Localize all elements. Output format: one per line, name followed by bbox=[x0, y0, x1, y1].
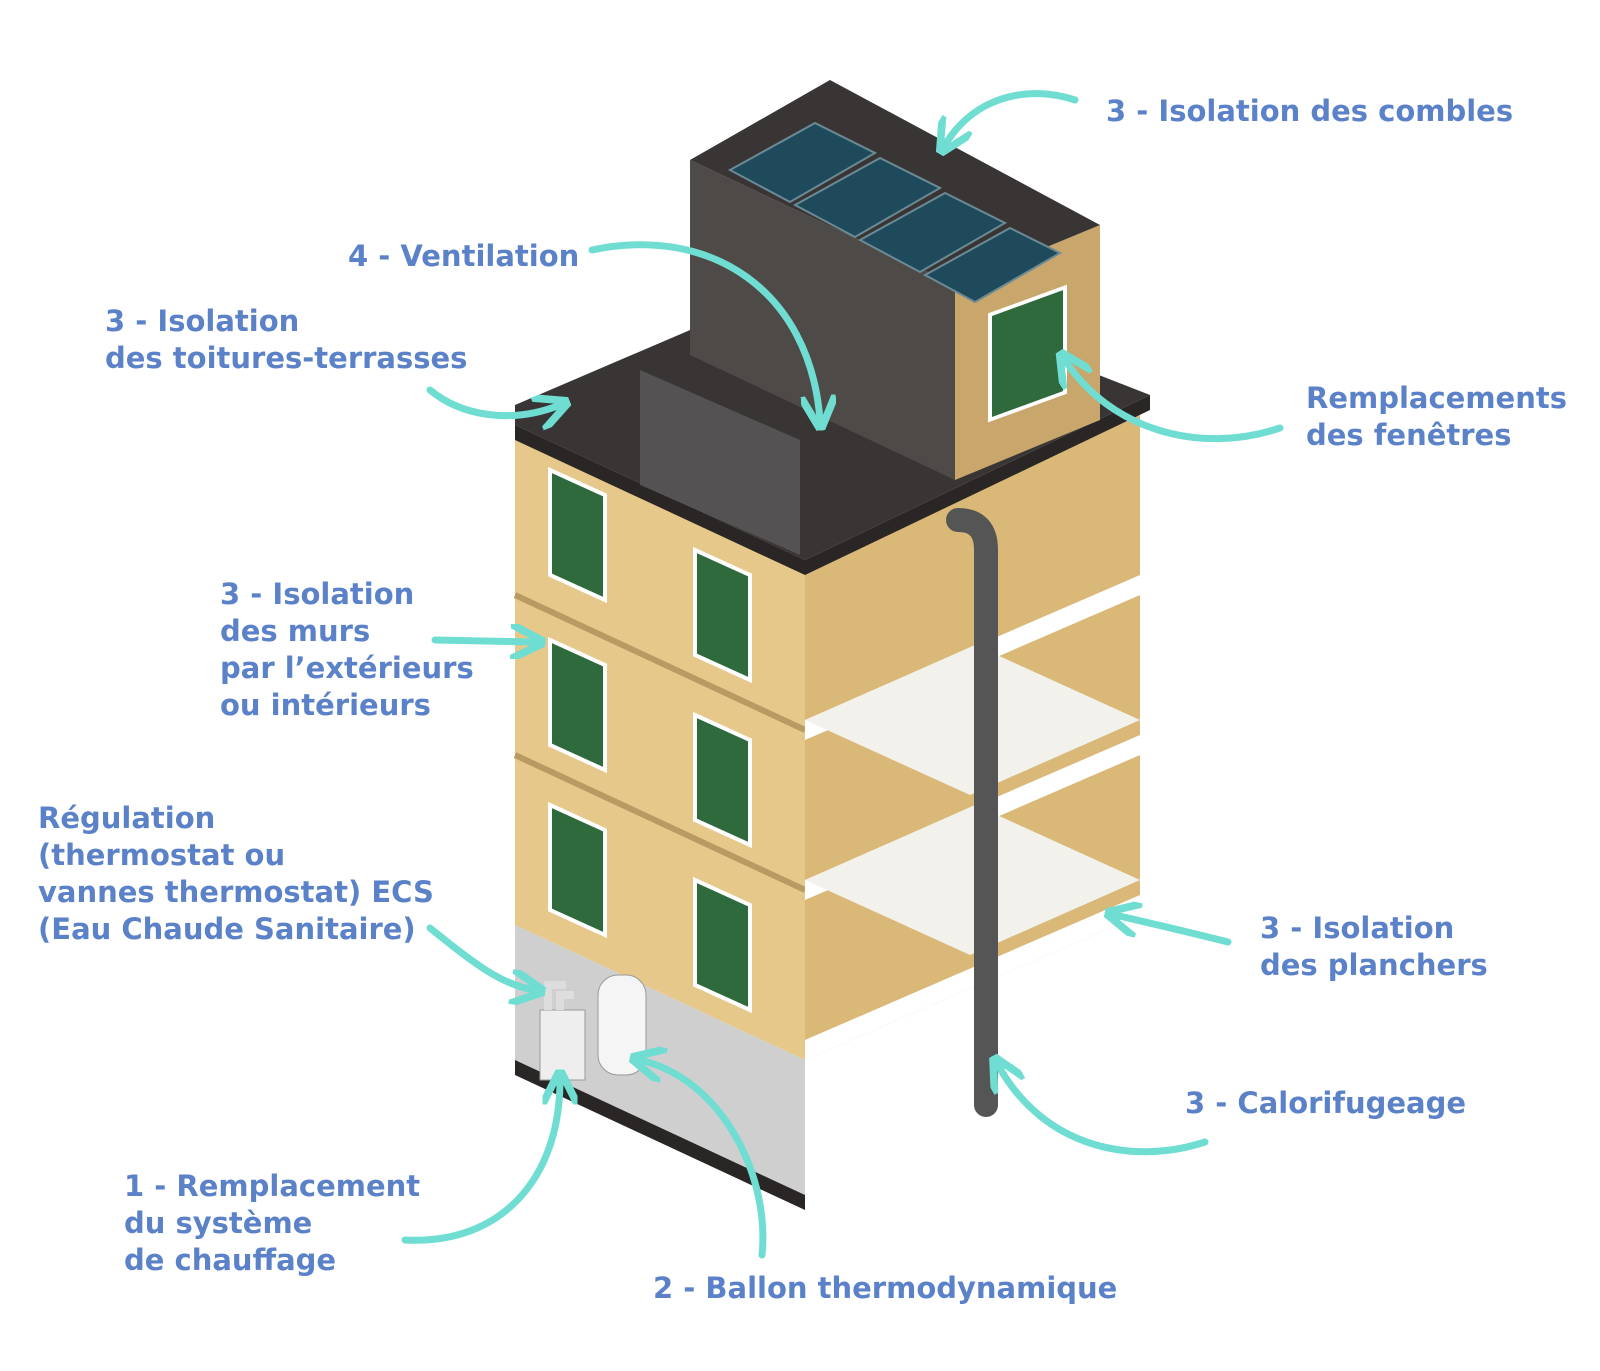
floor-slab bbox=[805, 895, 1140, 1060]
solar-panel bbox=[857, 191, 1008, 274]
label-combles: 3 - Isolation des combles bbox=[1106, 94, 1514, 128]
label-planchers: 3 - Isolation des planchers bbox=[1260, 911, 1488, 982]
arrow-fenetres bbox=[1065, 360, 1284, 443]
label-murs: 3 - Isolation des murs par l’extérieurs … bbox=[220, 577, 474, 722]
label-ballon: 2 - Ballon thermodynamique bbox=[653, 1271, 1118, 1305]
room-floor bbox=[805, 805, 1140, 955]
facade-band bbox=[513, 752, 807, 893]
label-toitures: 3 - Isolation des toitures-terrasses bbox=[105, 304, 468, 375]
roof-edge bbox=[515, 425, 805, 575]
arrow-combles bbox=[945, 90, 1079, 145]
solar-panel bbox=[727, 121, 878, 204]
label-chauffage: 1 - Remplacement du système de chauffage bbox=[124, 1169, 421, 1277]
boiler bbox=[539, 1009, 586, 1081]
solar-panel bbox=[792, 156, 943, 239]
arrow-ventilation bbox=[588, 241, 820, 420]
facade-windows bbox=[548, 466, 752, 1014]
room-floor bbox=[805, 645, 1140, 795]
arrow-planchers bbox=[1115, 915, 1232, 946]
label-calorifugeage: 3 - Calorifugeage bbox=[1185, 1086, 1467, 1120]
arrow-calorifugeage bbox=[998, 1065, 1209, 1156]
arrow-chauffage bbox=[401, 1080, 560, 1244]
solar-panel bbox=[922, 226, 1063, 304]
label-ventilation: 4 - Ventilation bbox=[348, 239, 580, 273]
arrow-toitures bbox=[426, 386, 560, 416]
boiler-pipes bbox=[544, 981, 574, 1010]
arrow-ballon bbox=[640, 1060, 767, 1259]
penthouse-front bbox=[690, 160, 955, 480]
arrow-murs bbox=[431, 640, 535, 642]
roof-edge bbox=[805, 395, 1150, 575]
basement-floor bbox=[515, 1060, 805, 1210]
facade-band bbox=[513, 592, 807, 733]
vertical-pipe bbox=[946, 508, 998, 1117]
window bbox=[988, 284, 1067, 423]
arrow-regulation bbox=[426, 924, 535, 990]
label-fenetres: Remplacements des fenêtres bbox=[1306, 381, 1567, 452]
label-regulation: Régulation (thermostat ou vannes thermos… bbox=[38, 801, 434, 946]
glass-veranda bbox=[640, 370, 800, 555]
